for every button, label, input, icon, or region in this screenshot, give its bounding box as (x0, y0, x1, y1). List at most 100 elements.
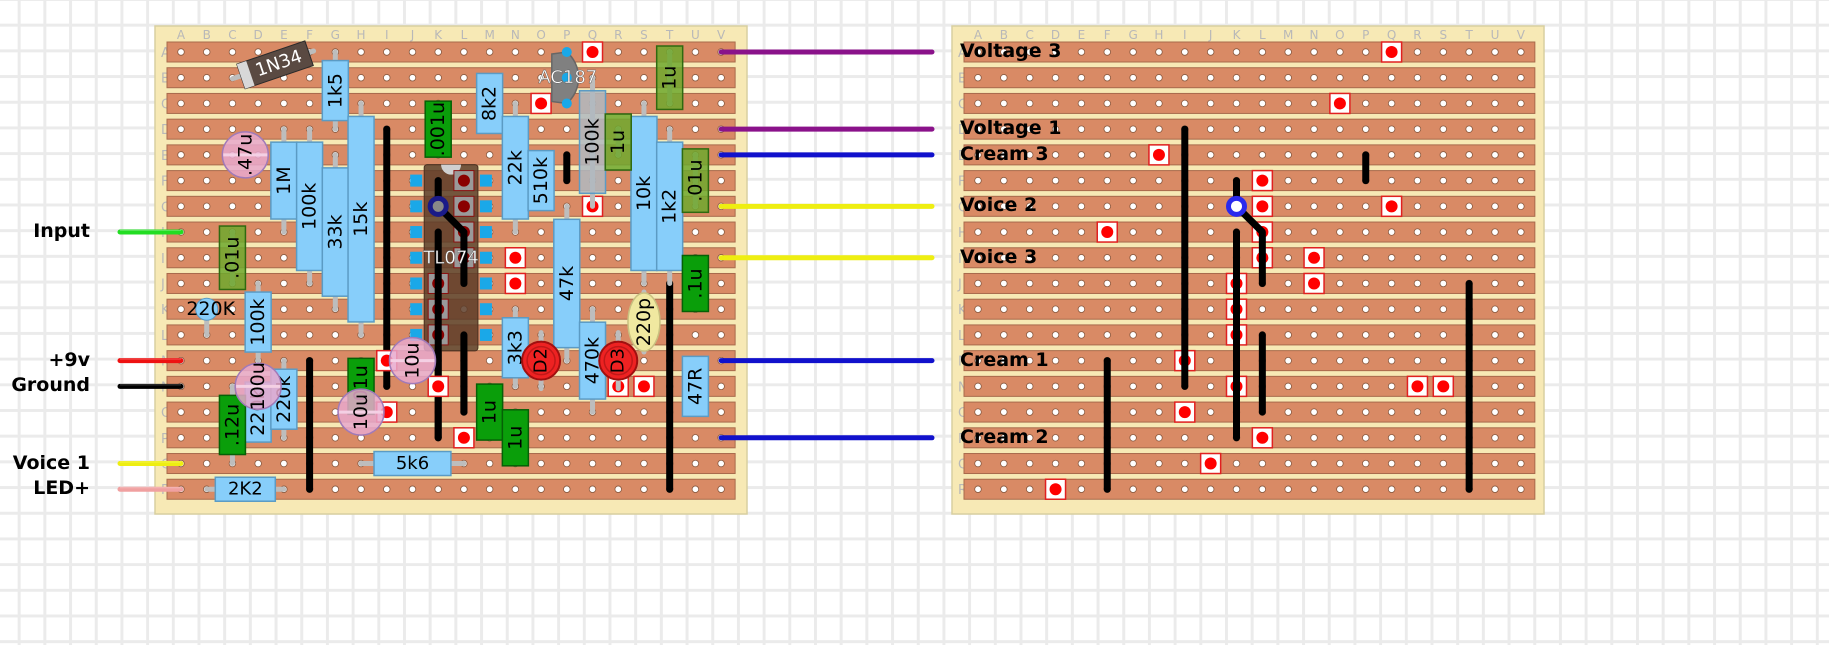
hole (203, 125, 211, 133)
hole (1310, 99, 1318, 108)
hole (1258, 459, 1267, 468)
hole (1387, 125, 1396, 133)
hole (1517, 331, 1525, 339)
hole (691, 48, 700, 56)
hole (563, 382, 571, 391)
hole (1077, 305, 1086, 313)
resistor-label: 470k (582, 337, 604, 384)
hole (1284, 408, 1292, 416)
hole (1155, 459, 1163, 468)
hole (1025, 485, 1034, 493)
hole (203, 151, 211, 159)
hole (1413, 74, 1422, 82)
hole (1155, 356, 1163, 365)
hole (1232, 125, 1241, 133)
hole (1336, 459, 1344, 468)
hole (1077, 459, 1086, 468)
hole (614, 228, 622, 236)
row-label: P (161, 432, 169, 447)
hole (563, 459, 571, 468)
capacitor-label: .01u (684, 159, 706, 201)
hole (177, 331, 185, 339)
hole (1155, 279, 1163, 288)
hole (614, 485, 622, 493)
resistor (501, 115, 530, 220)
hole (1077, 254, 1086, 262)
hole (1439, 228, 1447, 236)
hole (1077, 74, 1086, 82)
column-label: P (563, 28, 570, 42)
hole (280, 459, 288, 468)
hole (974, 382, 982, 391)
hole (1284, 254, 1292, 262)
hole (1077, 382, 1086, 391)
hole (1310, 408, 1318, 416)
hole (383, 48, 391, 56)
row-label: I (958, 252, 962, 267)
hole (1025, 408, 1034, 416)
hole (1465, 99, 1473, 108)
link-junction (1226, 195, 1247, 217)
hole (1362, 382, 1370, 391)
hole (1051, 176, 1060, 185)
hole (1413, 408, 1422, 416)
hole (1129, 356, 1137, 365)
hole (1129, 202, 1137, 211)
hole (203, 356, 211, 365)
hole (460, 99, 468, 108)
row-label: E (958, 149, 966, 164)
column-label: V (717, 28, 726, 42)
hole (1336, 356, 1344, 365)
row-label: B (958, 72, 967, 87)
hole (563, 485, 571, 493)
film-capacitor (475, 383, 504, 441)
resistor-label: 5k6 (396, 453, 429, 474)
ic-pin-pad (479, 200, 492, 213)
hole (1310, 48, 1318, 56)
hole (331, 485, 340, 493)
hole (691, 99, 700, 108)
row-label: N (958, 380, 968, 395)
track-cut-dot (1049, 483, 1062, 496)
copper-strip (963, 92, 1536, 114)
hole (177, 48, 185, 56)
hole (974, 434, 982, 442)
hole (1103, 99, 1111, 108)
hole (305, 305, 314, 313)
hole (1129, 99, 1137, 108)
hole (1491, 331, 1499, 339)
row-label: D (958, 123, 968, 138)
resistor-label: 47R (684, 368, 706, 405)
hole (434, 48, 442, 56)
hole (203, 459, 211, 468)
hole (1103, 202, 1111, 211)
hole (1465, 228, 1473, 236)
hole (1077, 356, 1086, 365)
hole (1103, 48, 1111, 56)
row-label: K (161, 303, 170, 318)
hole (1465, 254, 1473, 262)
hole (717, 176, 725, 185)
hole (1025, 356, 1034, 365)
hole (1051, 48, 1060, 56)
ic-pin-pad (410, 303, 423, 316)
hole (485, 459, 494, 468)
hole (280, 279, 288, 288)
wire-label-led-: LED+ (33, 477, 90, 500)
hole (511, 485, 520, 493)
hole (1155, 48, 1163, 56)
track-cut-dot (1204, 457, 1217, 470)
hole (1206, 305, 1215, 313)
film-capacitor (604, 113, 632, 171)
hole (1051, 202, 1060, 211)
hole (1103, 254, 1111, 262)
hole (1155, 485, 1163, 493)
hole (1336, 331, 1344, 339)
ic-pin-pad (479, 226, 492, 239)
hole (1000, 48, 1008, 56)
film-capacitor (424, 100, 452, 158)
hole (1206, 331, 1215, 339)
hole (691, 434, 700, 442)
hole (1206, 99, 1215, 108)
resistor (681, 355, 710, 418)
